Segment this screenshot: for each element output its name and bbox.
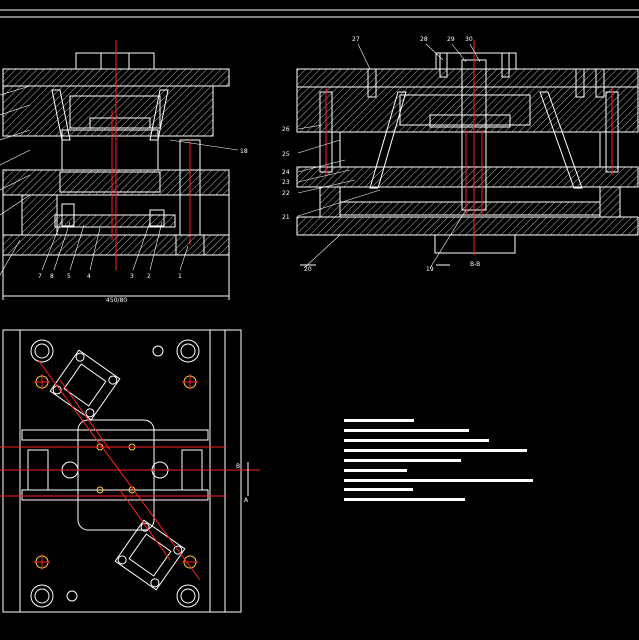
section-mark-a: A (244, 497, 249, 504)
part-label-24: 24 (282, 169, 290, 176)
part-label-25: 25 (282, 151, 290, 158)
side-section-view (296, 40, 639, 269)
requirement-line (344, 469, 407, 472)
part-label-3: 3 (130, 273, 134, 280)
part-label-21: 21 (282, 214, 290, 221)
part-label-27: 27 (352, 36, 360, 43)
drawing-frame (0, 9, 639, 18)
requirement-line (344, 459, 461, 462)
part-label-28: 28 (420, 36, 428, 43)
requirement-line (344, 488, 413, 491)
part-label-23: 23 (282, 179, 290, 186)
section-mark-b: B (236, 463, 240, 470)
section-label-bb: B-B (470, 261, 480, 268)
part-label-26: 26 (282, 126, 290, 133)
requirement-line (344, 429, 469, 432)
part-label-7: 7 (38, 273, 42, 280)
requirement-line (344, 479, 533, 482)
part-label-5: 5 (67, 273, 71, 280)
part-label-18: 18 (240, 148, 248, 155)
requirement-line (344, 498, 465, 501)
part-label-8: 8 (50, 273, 54, 280)
plan-view: B A (0, 329, 260, 613)
requirement-line (344, 449, 527, 452)
part-label-20: 20 (304, 266, 312, 273)
part-label-19: 19 (426, 266, 434, 273)
requirement-line (344, 419, 414, 422)
part-label-30: 30 (465, 36, 473, 43)
part-label-2: 2 (147, 273, 151, 280)
part-label-22: 22 (282, 190, 290, 197)
overall-dimension-label: 450/80 (106, 297, 127, 304)
front-section-view: 450/80 (0, 40, 239, 304)
front-view-part-labels: 7 8 5 4 3 2 1 18 (38, 148, 248, 280)
side-view-part-labels: 27 28 29 30 26 25 24 23 22 21 20 19 B-B (282, 36, 480, 273)
part-label-4: 4 (87, 273, 91, 280)
part-label-1: 1 (178, 273, 182, 280)
technical-requirements-block (344, 419, 533, 501)
requirement-line (344, 439, 489, 442)
part-label-29: 29 (447, 36, 455, 43)
